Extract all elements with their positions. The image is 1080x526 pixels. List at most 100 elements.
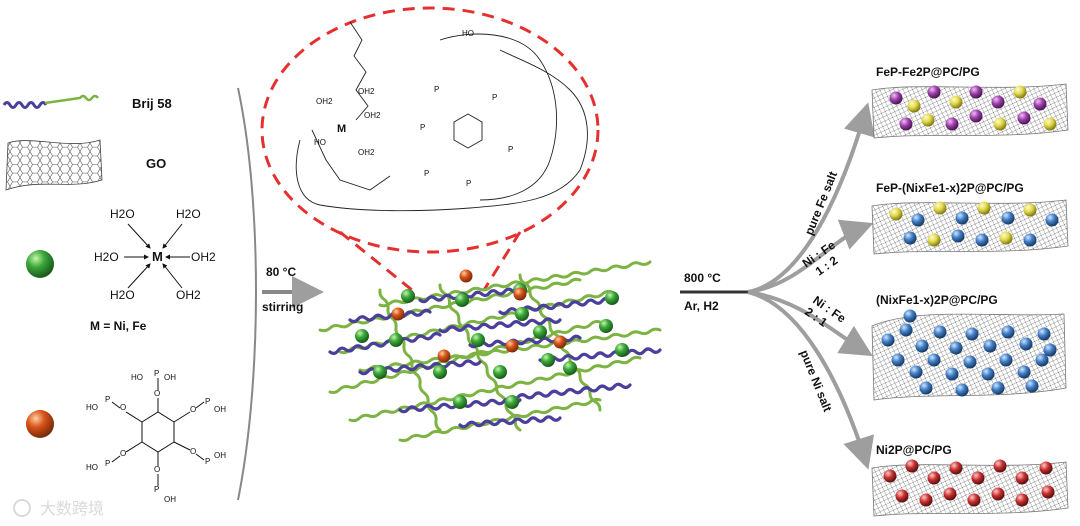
nanoparticle-1-6 — [1023, 203, 1037, 217]
orange-phytate-sphere-0 — [459, 269, 473, 283]
nanoparticle-3-12 — [991, 487, 1005, 501]
nanoparticle-2-16 — [999, 353, 1013, 367]
green-metal-sphere-0 — [401, 289, 415, 303]
nanoparticle-2-8 — [1019, 337, 1033, 351]
pa-p-3: P — [205, 457, 210, 466]
pa-p-6: P — [105, 395, 110, 404]
mixing-temperature-label: 80 °C — [266, 265, 296, 279]
metal-definition-label: M = Ni, Fe — [90, 319, 147, 333]
nanoparticle-3-13 — [1015, 493, 1029, 507]
nanoparticle-0-1 — [907, 99, 921, 113]
inset-p-2: P — [420, 123, 425, 132]
nanoparticle-1-8 — [903, 231, 917, 245]
inset-hydroxyl-2: HO — [462, 29, 474, 38]
nanoparticle-0-6 — [1013, 85, 1027, 99]
inset-p-5: P — [466, 179, 471, 188]
green-metal-sphere-14 — [505, 395, 519, 409]
anneal-temperature-label: 800 °C — [684, 271, 721, 285]
watermark-logo-icon — [13, 499, 31, 517]
nanoparticle-1-7 — [1045, 213, 1059, 227]
phytic-acid-labels: O P OH HO O P OH O P OH O P OH O P HO O … — [86, 369, 226, 504]
brij58-label: Brij 58 — [132, 96, 172, 111]
nanoparticle-2-9 — [1037, 327, 1051, 341]
ligand-bottom-right: OH2 — [176, 288, 201, 302]
pa-oh-1: OH — [164, 373, 176, 382]
nanoparticle-0-14 — [1043, 117, 1057, 131]
nanoparticle-3-8 — [895, 489, 909, 503]
mixing-step-arrow: 80 °C stirring — [262, 265, 324, 314]
nanoparticle-2-22 — [1025, 379, 1039, 393]
inset-chain-lines — [295, 21, 588, 212]
orange-phytate-sphere-3 — [437, 349, 451, 363]
blue-chain-6 — [508, 382, 632, 402]
nanoparticle-2-19 — [919, 381, 933, 395]
green-metal-sphere-8 — [355, 329, 369, 343]
nanoparticle-3-6 — [1015, 471, 1029, 485]
nanoparticle-1-9 — [927, 233, 941, 247]
nanoparticle-2-4 — [949, 341, 963, 355]
nanoparticle-2-14 — [963, 355, 977, 369]
grouping-bracket — [237, 87, 257, 501]
nanoparticle-3-3 — [949, 461, 963, 475]
nanoparticle-3-11 — [967, 493, 981, 507]
branch-arrow-ni — [747, 290, 874, 470]
inset-p-1: P — [434, 85, 439, 94]
nanoparticle-2-15 — [981, 367, 995, 381]
nanoparticle-2-7 — [1001, 325, 1015, 339]
pa-ho-1: HO — [131, 373, 143, 382]
orange-phytate-sphere-4 — [505, 339, 519, 353]
pa-o-4: O — [154, 465, 160, 474]
green-metal-sphere-9 — [433, 365, 447, 379]
nanoparticle-1-2 — [933, 201, 947, 215]
nanoparticle-2-17 — [1017, 365, 1031, 379]
ligand-top-left: H2O — [110, 207, 135, 221]
nanoparticle-2-12 — [927, 353, 941, 367]
green-metal-sphere-1 — [455, 293, 469, 307]
pa-o-1: O — [154, 389, 160, 398]
nanoparticle-0-7 — [1033, 97, 1047, 111]
green-metal-sphere-16 — [373, 365, 387, 379]
nanoparticle-1-11 — [975, 233, 989, 247]
ligand-bottom-left: H2O — [110, 288, 135, 302]
nanoparticle-0-2 — [927, 85, 941, 99]
phytic-acid-structure — [111, 378, 205, 486]
nanoparticle-0-9 — [921, 113, 935, 127]
product-label-1: FeP-(NixFe1-x)2P@PC/PG — [876, 181, 1024, 195]
nanoparticle-1-10 — [951, 229, 965, 243]
nanoparticle-0-8 — [899, 117, 913, 131]
nanoparticle-2-1 — [899, 323, 913, 337]
pa-ho-5: HO — [86, 463, 98, 472]
nanoparticle-2-23 — [903, 309, 917, 323]
nanoparticle-3-4 — [971, 471, 985, 485]
nanoparticle-1-5 — [1001, 211, 1015, 225]
nanoparticle-3-5 — [993, 459, 1007, 473]
anneal-step: 800 °C Ar, H2 — [680, 271, 748, 313]
hybrid-network-assembly — [318, 260, 662, 443]
nanoparticle-0-4 — [969, 85, 983, 99]
nanoparticle-1-1 — [911, 213, 925, 227]
branch-arrow-ni2fe1 — [747, 290, 873, 357]
nanoparticle-2-2 — [915, 339, 929, 353]
inset-p-3: P — [492, 93, 497, 102]
green-metal-sphere-13 — [453, 395, 467, 409]
green-metal-sphere-15 — [541, 353, 555, 367]
nanoparticle-0-10 — [945, 117, 959, 131]
green-metal-sphere-11 — [563, 361, 577, 375]
product-label-3: Ni2P@PC/PG — [876, 443, 952, 457]
route-label-ni: pure Ni salt — [797, 348, 834, 414]
blue-chain-7 — [438, 317, 562, 334]
green-metal-sphere-6 — [533, 325, 547, 339]
green-metal-sphere-7 — [599, 319, 613, 333]
inset-metal-center: M — [337, 123, 346, 135]
nanoparticle-0-13 — [1017, 111, 1031, 125]
blue-chain-8 — [348, 308, 432, 324]
blue-chain-1 — [418, 287, 522, 304]
ligand-top-right: H2O — [176, 207, 201, 221]
nanoparticle-2-21 — [991, 381, 1005, 395]
green-metal-sphere-4 — [389, 333, 403, 347]
nanoparticle-2-24 — [1043, 343, 1057, 357]
nanoparticle-3-7 — [1039, 461, 1053, 475]
legend-panel: Brij 58 GO H2O H2O H2O OH2 H2O OH2 M M =… — [2, 94, 226, 504]
brij58-molecule-icon — [2, 94, 99, 109]
green-metal-sphere-10 — [493, 365, 507, 379]
